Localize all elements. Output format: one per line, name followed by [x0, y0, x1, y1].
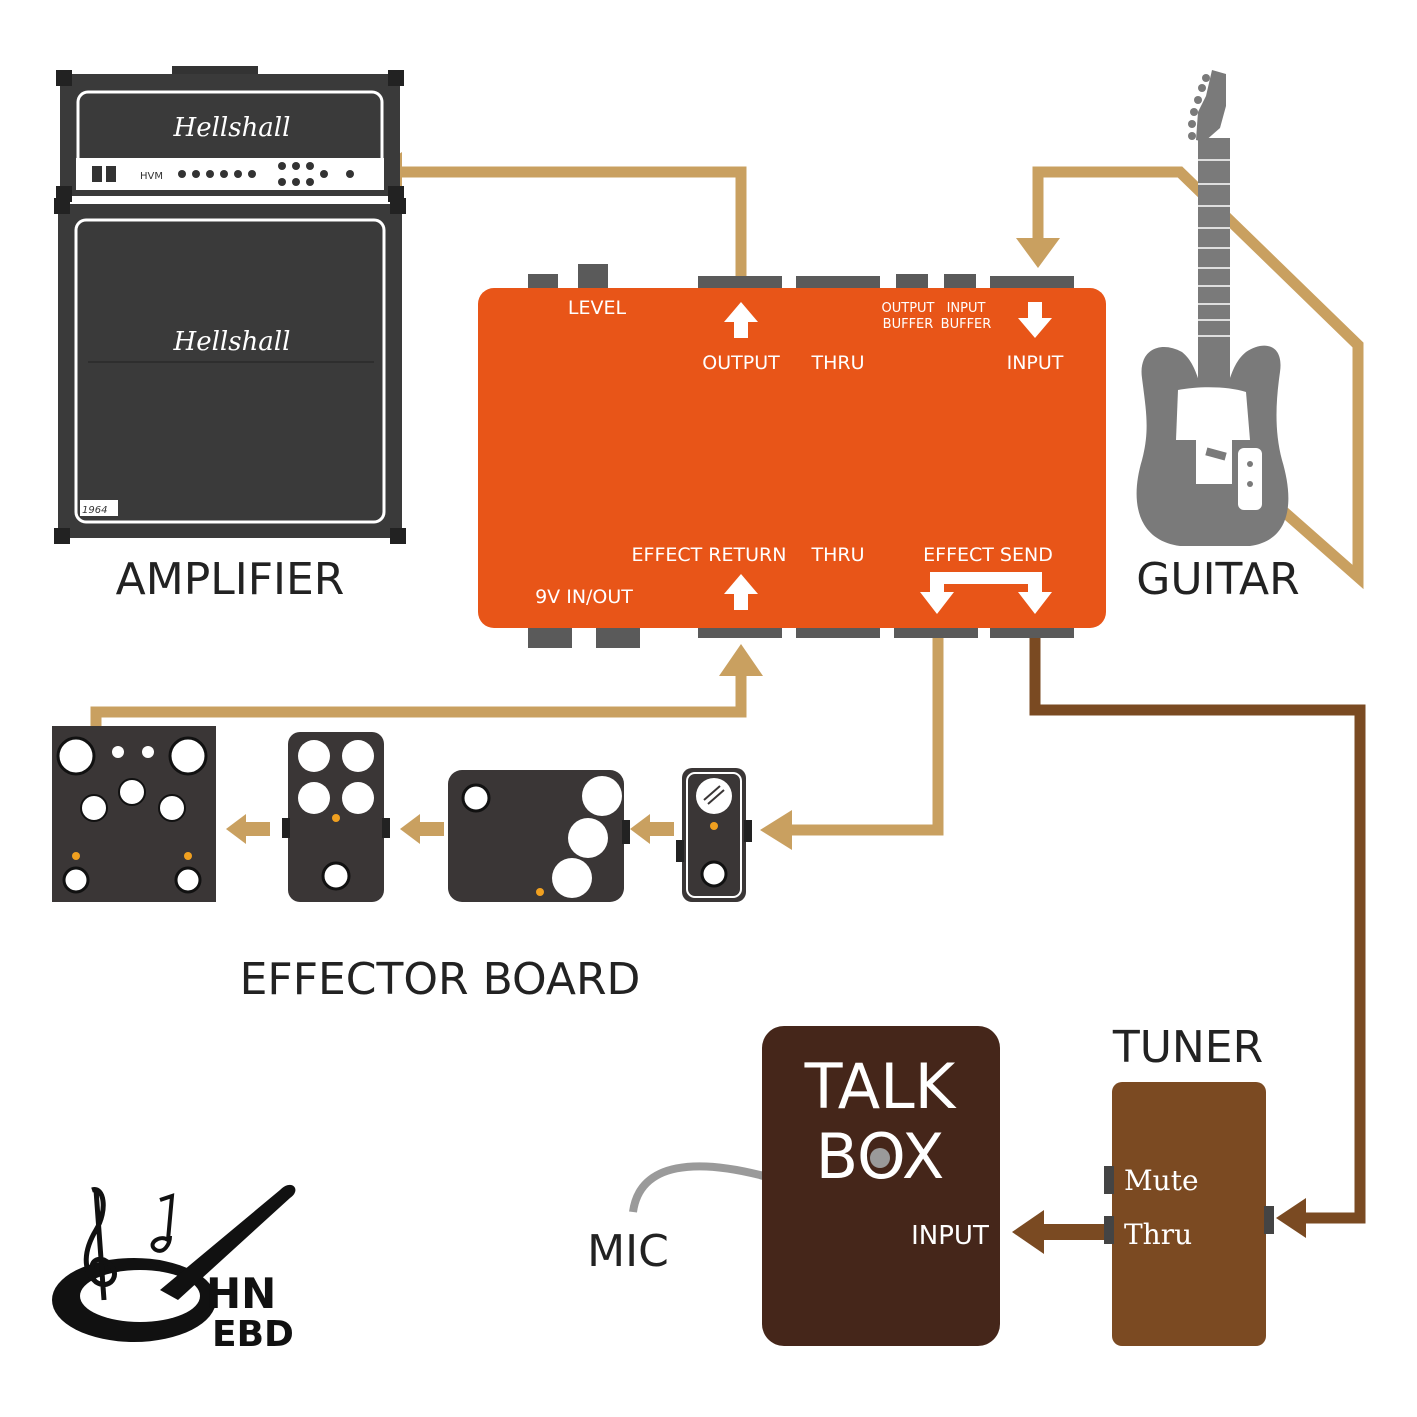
power-label: 9V IN/OUT [535, 586, 633, 608]
level-label: LEVEL [568, 297, 627, 319]
effector-board: EFFECTOR BOARD [52, 726, 752, 1005]
thru-bottom-label: THRU [810, 544, 864, 566]
input-buffer-label-2: BUFFER [941, 317, 992, 332]
amp-knobs [178, 162, 354, 186]
arrow-into-talkbox-icon [1012, 1210, 1044, 1254]
switcher-box: LEVEL OUTPUT THRU OUTPUT BUFFER INPUT BU… [478, 264, 1106, 648]
arrow-into-input-icon [1016, 238, 1060, 268]
pedal-four-knob [282, 732, 390, 902]
amp-cab-badge: 1964 [82, 505, 107, 516]
talk-box-body [762, 1026, 1000, 1346]
mic-label: MIC [587, 1226, 669, 1277]
pedal-dual-overdrive [52, 726, 216, 902]
pedal-mini [676, 768, 752, 902]
amplifier-label: AMPLIFIER [116, 554, 345, 605]
amp-head-handle [172, 66, 258, 76]
output-label: OUTPUT [702, 352, 780, 374]
pedal-flow-arrows [226, 814, 674, 844]
cable-output-to-amp [400, 166, 747, 280]
tuner-body [1112, 1082, 1266, 1346]
cable-send-to-tuner [1029, 638, 1366, 1224]
output-up-arrow-icon [724, 302, 758, 338]
tuner-thru-label: Thru [1124, 1218, 1192, 1251]
amp-model: HVM [140, 171, 163, 182]
bottom-jacks [528, 626, 1074, 648]
tuner-mute-label: Mute [1124, 1164, 1199, 1197]
thru-top-label: THRU [810, 352, 864, 374]
output-buffer-label-1: OUTPUT [882, 301, 935, 316]
mic-jack [870, 1148, 890, 1168]
brand-logo: HN EBD [52, 1184, 296, 1355]
effect-return-label: EFFECT RETURN [632, 544, 787, 566]
cable-send-to-pedals [790, 638, 944, 836]
switcher-body [478, 288, 1106, 628]
return-up-arrow-icon [724, 574, 758, 610]
input-label: INPUT [1007, 352, 1064, 374]
tuner: TUNER Mute Thru [1104, 1022, 1274, 1346]
effector-board-label: EFFECTOR BOARD [240, 954, 641, 1005]
guitar-neck [1198, 138, 1230, 390]
arrow-into-tuner-icon [1276, 1198, 1306, 1238]
arrow-into-return-icon [719, 644, 763, 676]
logo-line-1: HN [206, 1269, 276, 1318]
amp-cabinet [58, 204, 402, 538]
input-down-arrow-icon [1018, 302, 1052, 338]
cable-tuner-to-talkbox [1040, 1224, 1104, 1240]
amp-control-panel [76, 158, 384, 190]
cables [90, 152, 1366, 1254]
guitar: GUITAR [1136, 70, 1300, 605]
amplifier: Hellshall HVM Hellshall 1964 AMPLIFIER [54, 66, 406, 605]
output-buffer-label-2: BUFFER [883, 317, 934, 332]
guitar-headstock [1196, 70, 1226, 142]
guitar-label: GUITAR [1136, 554, 1299, 605]
cable-pedals-to-return [90, 670, 747, 728]
top-jacks [528, 264, 1074, 290]
effect-send-label: EFFECT SEND [923, 544, 1053, 566]
talk-box-title-1: TALK [804, 1050, 957, 1123]
logo-line-2: EBD [212, 1314, 294, 1355]
cable-guitar-to-input [1032, 166, 1364, 590]
pedal-three-knob [448, 770, 630, 902]
send-split-arrows-icon [920, 572, 1052, 614]
input-buffer-label-1: INPUT [947, 301, 986, 316]
arrow-into-pedal1-icon [760, 810, 792, 850]
amp-cab-brand: Hellshall [173, 327, 291, 357]
amp-head-brand: Hellshall [173, 113, 291, 143]
talk-box: TALK BOX INPUT MIC [587, 1026, 1000, 1346]
tuner-label: TUNER [1112, 1022, 1263, 1073]
talk-box-input-label: INPUT [911, 1221, 989, 1251]
